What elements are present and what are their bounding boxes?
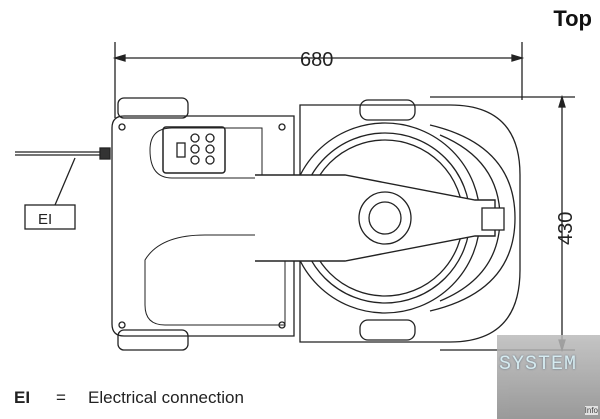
watermark-sub: Info bbox=[584, 406, 598, 415]
electrical-cable bbox=[15, 147, 111, 230]
legend-description: Electrical connection bbox=[88, 388, 244, 407]
depth-dimension-label: 430 bbox=[555, 212, 577, 245]
callout-label: EI bbox=[38, 211, 52, 228]
machine-body bbox=[111, 115, 295, 337]
width-dimension-label: 680 bbox=[300, 49, 333, 71]
legend-equals: = bbox=[56, 388, 66, 407]
legend: EI = Electrical connection bbox=[14, 388, 244, 408]
watermark-text: SYSTEM bbox=[499, 353, 578, 376]
width-dimension: 680 bbox=[112, 42, 525, 118]
watermark-logo: SYSTEM Info bbox=[497, 335, 600, 419]
view-title: Top bbox=[553, 6, 592, 31]
bowl-unit bbox=[255, 99, 521, 343]
legend-code: EI bbox=[14, 388, 31, 407]
control-panel bbox=[162, 126, 226, 174]
